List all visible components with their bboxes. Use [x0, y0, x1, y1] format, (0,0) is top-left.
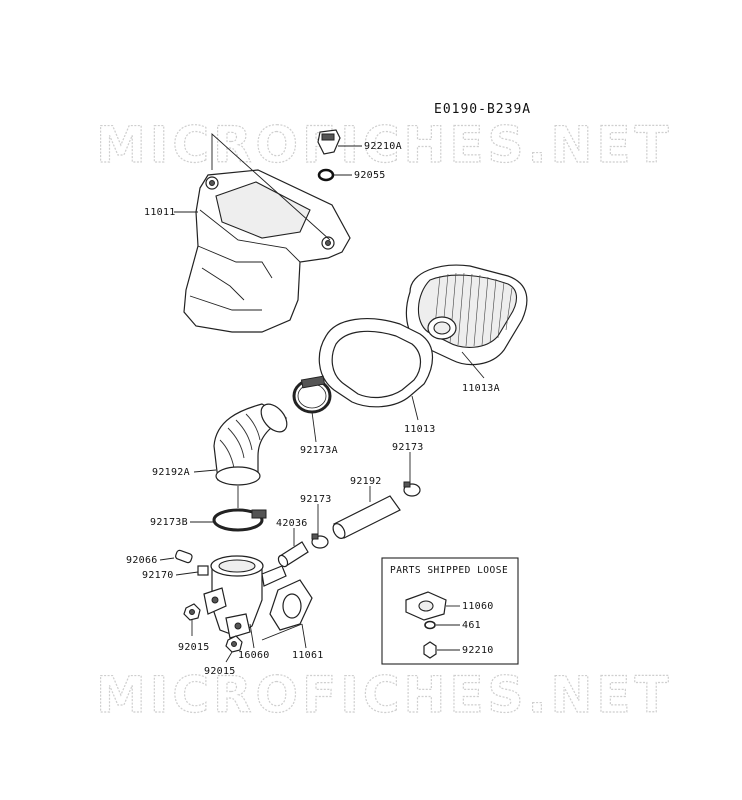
label-92173A: 92173A: [300, 445, 338, 456]
diagram-code: E0190-B239A: [434, 102, 531, 117]
label-92192: 92192: [350, 476, 382, 487]
label-92192A: 92192A: [152, 467, 190, 478]
label-11061: 11061: [292, 650, 324, 661]
clamp-92173-top: [403, 452, 421, 497]
label-11013: 11013: [404, 424, 436, 435]
o-ring-92055: [317, 168, 352, 182]
knob-92210A: [317, 129, 341, 155]
label-11013A: 11013A: [462, 383, 500, 394]
label-92173-mid: 92173: [300, 494, 332, 505]
label-92055: 92055: [354, 170, 386, 181]
parts-shipped-loose-box: PARTS SHIPPED LOOSE 11060 461 92210: [381, 557, 519, 665]
clamp-92173A: [292, 375, 332, 443]
label-92015-b: 92015: [204, 666, 236, 677]
hose-92192: [332, 486, 401, 539]
loose-label-461: 461: [462, 620, 481, 631]
label-16060: 16060: [238, 650, 270, 661]
air-cleaner-cover: [183, 169, 351, 333]
fitting-92170: [175, 565, 209, 576]
label-92173B: 92173B: [150, 517, 188, 528]
label-42036: 42036: [276, 518, 308, 529]
nut-92015-b: [225, 635, 243, 663]
clamp-92173B: [190, 486, 267, 532]
loose-label-11060: 11060: [462, 601, 494, 612]
leader-92192A: [193, 469, 217, 473]
elbow-hose-92192A: [213, 403, 288, 486]
leader-92210A: [211, 132, 331, 241]
watermark-bottom: MICROFICHES.NET: [96, 666, 673, 724]
loose-box-title: PARTS SHIPPED LOOSE: [390, 565, 508, 576]
nut-92015-a: [183, 603, 201, 636]
clamp-92173-mid: [311, 504, 329, 549]
label-92210A: 92210A: [364, 141, 402, 152]
watermark-top: MICROFICHES.NET: [96, 116, 673, 174]
pipe-42036: [277, 528, 309, 568]
breather-92066: [159, 549, 193, 564]
pre-cleaner: [318, 318, 434, 421]
label-92015-a: 92015: [178, 642, 210, 653]
loose-label-92210: 92210: [462, 645, 494, 656]
label-92066: 92066: [126, 555, 158, 566]
label-92173-top: 92173: [392, 442, 424, 453]
gasket-11061: [261, 579, 313, 649]
label-11011: 11011: [144, 207, 176, 218]
intake-elbow-16060: [203, 555, 287, 649]
air-filter-element: [405, 264, 528, 379]
label-92170: 92170: [142, 570, 174, 581]
